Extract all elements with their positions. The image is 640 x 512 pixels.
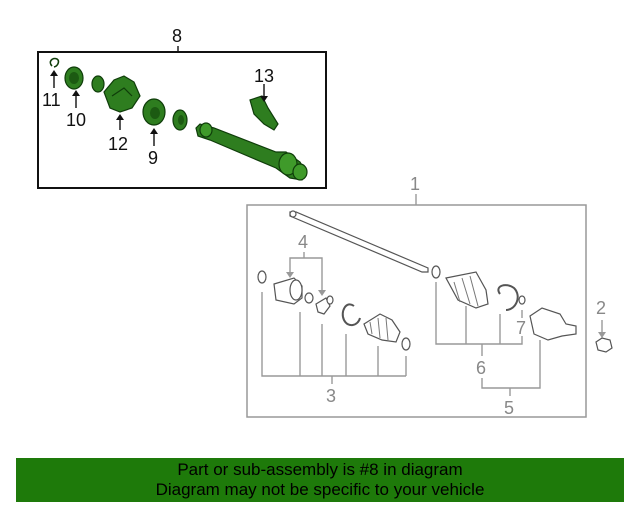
part-joint-small[interactable]	[315, 297, 331, 315]
assembly-1-group: 1 4 3	[246, 174, 587, 418]
callout-3[interactable]: 3	[326, 386, 336, 406]
callout-10[interactable]: 10	[66, 110, 86, 130]
callout-12[interactable]: 12	[108, 134, 128, 154]
callout-1[interactable]: 1	[410, 174, 420, 194]
part-outer-joint[interactable]	[529, 307, 577, 341]
callout-4[interactable]: 4	[298, 232, 308, 252]
part-clamp-left[interactable]	[401, 337, 411, 351]
callout-6[interactable]: 6	[476, 358, 486, 378]
part-7-ring[interactable]	[518, 295, 526, 305]
part-2-nut[interactable]	[595, 337, 613, 353]
subassembly-8-box	[37, 51, 327, 189]
part-outer-boot-right[interactable]	[445, 271, 489, 309]
part-circlip-right[interactable]	[497, 284, 519, 311]
info-banner: Part or sub-assembly is #8 in diagram Di…	[16, 458, 624, 502]
part-ring[interactable]	[91, 75, 105, 93]
banner-line-2: Diagram may not be specific to your vehi…	[155, 480, 485, 499]
callout-13[interactable]: 13	[254, 66, 274, 86]
callout-2[interactable]: 2	[596, 298, 606, 318]
callout-5[interactable]: 5	[504, 398, 514, 418]
part-outer-boot-left[interactable]	[363, 313, 401, 343]
callout-8[interactable]: 8	[172, 26, 182, 46]
callout-7[interactable]: 7	[516, 318, 526, 338]
assembly-1-box	[246, 204, 587, 418]
part-2-group: 2	[595, 298, 613, 353]
part-12-bracket[interactable]	[103, 75, 141, 113]
banner-line-1: Part or sub-assembly is #8 in diagram	[177, 460, 463, 479]
part-11-snap-ring[interactable]	[49, 57, 60, 68]
part-clamp-right-1[interactable]	[431, 265, 441, 279]
part-clamp-small[interactable]	[257, 270, 267, 284]
part-circlip-left[interactable]	[341, 303, 361, 326]
subassembly-8-group: 8 11 10 12 9	[37, 26, 327, 189]
part-axle-shaft[interactable]	[289, 211, 429, 273]
callout-9[interactable]: 9	[148, 148, 158, 168]
callout-11[interactable]: 11	[42, 90, 61, 110]
